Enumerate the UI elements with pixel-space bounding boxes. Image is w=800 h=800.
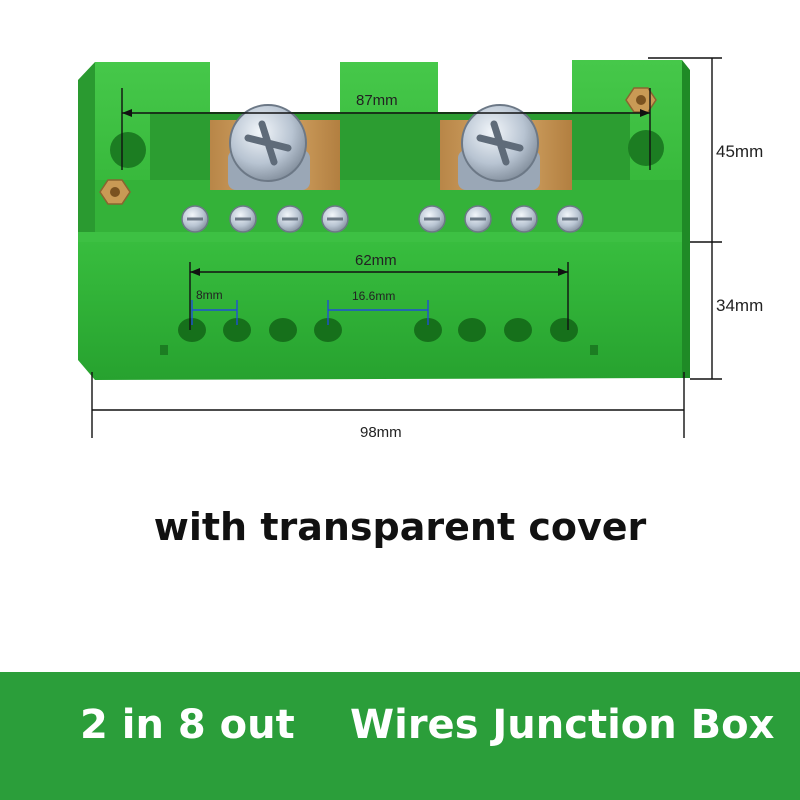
junction-box-illustration [78,57,722,438]
dimension-label-45: 45mm [716,142,764,161]
hex-nut-icon [625,87,657,113]
mounting-hole [110,132,146,168]
dimension-label-62: 62mm [355,252,397,269]
dimension-label-98: 98mm [360,424,402,441]
dimension-lines [91,57,722,438]
small-screw-row [181,205,584,233]
hex-nut-icon [99,179,131,205]
caption-text: with transparent cover [153,505,647,549]
banner-left-text: 2 in 8 out [80,702,295,748]
junction-box-photo [78,57,722,438]
main-screw-icon [458,104,540,190]
wire-hole-row [178,318,578,342]
bottom-banner: 2 in 8 out Wires Junction Box [0,672,800,800]
dimension-label-34: 34mm [716,296,764,315]
dimension-label-87: 87mm [356,92,398,109]
banner-right-text: Wires Junction Box [350,702,775,748]
mounting-hole [628,130,664,166]
main-screw-icon [228,104,310,190]
pitch-dimension-lines [191,300,429,325]
dimension-label-16-6: 16.6mm [352,289,396,303]
dimension-label-8: 8mm [196,288,223,302]
